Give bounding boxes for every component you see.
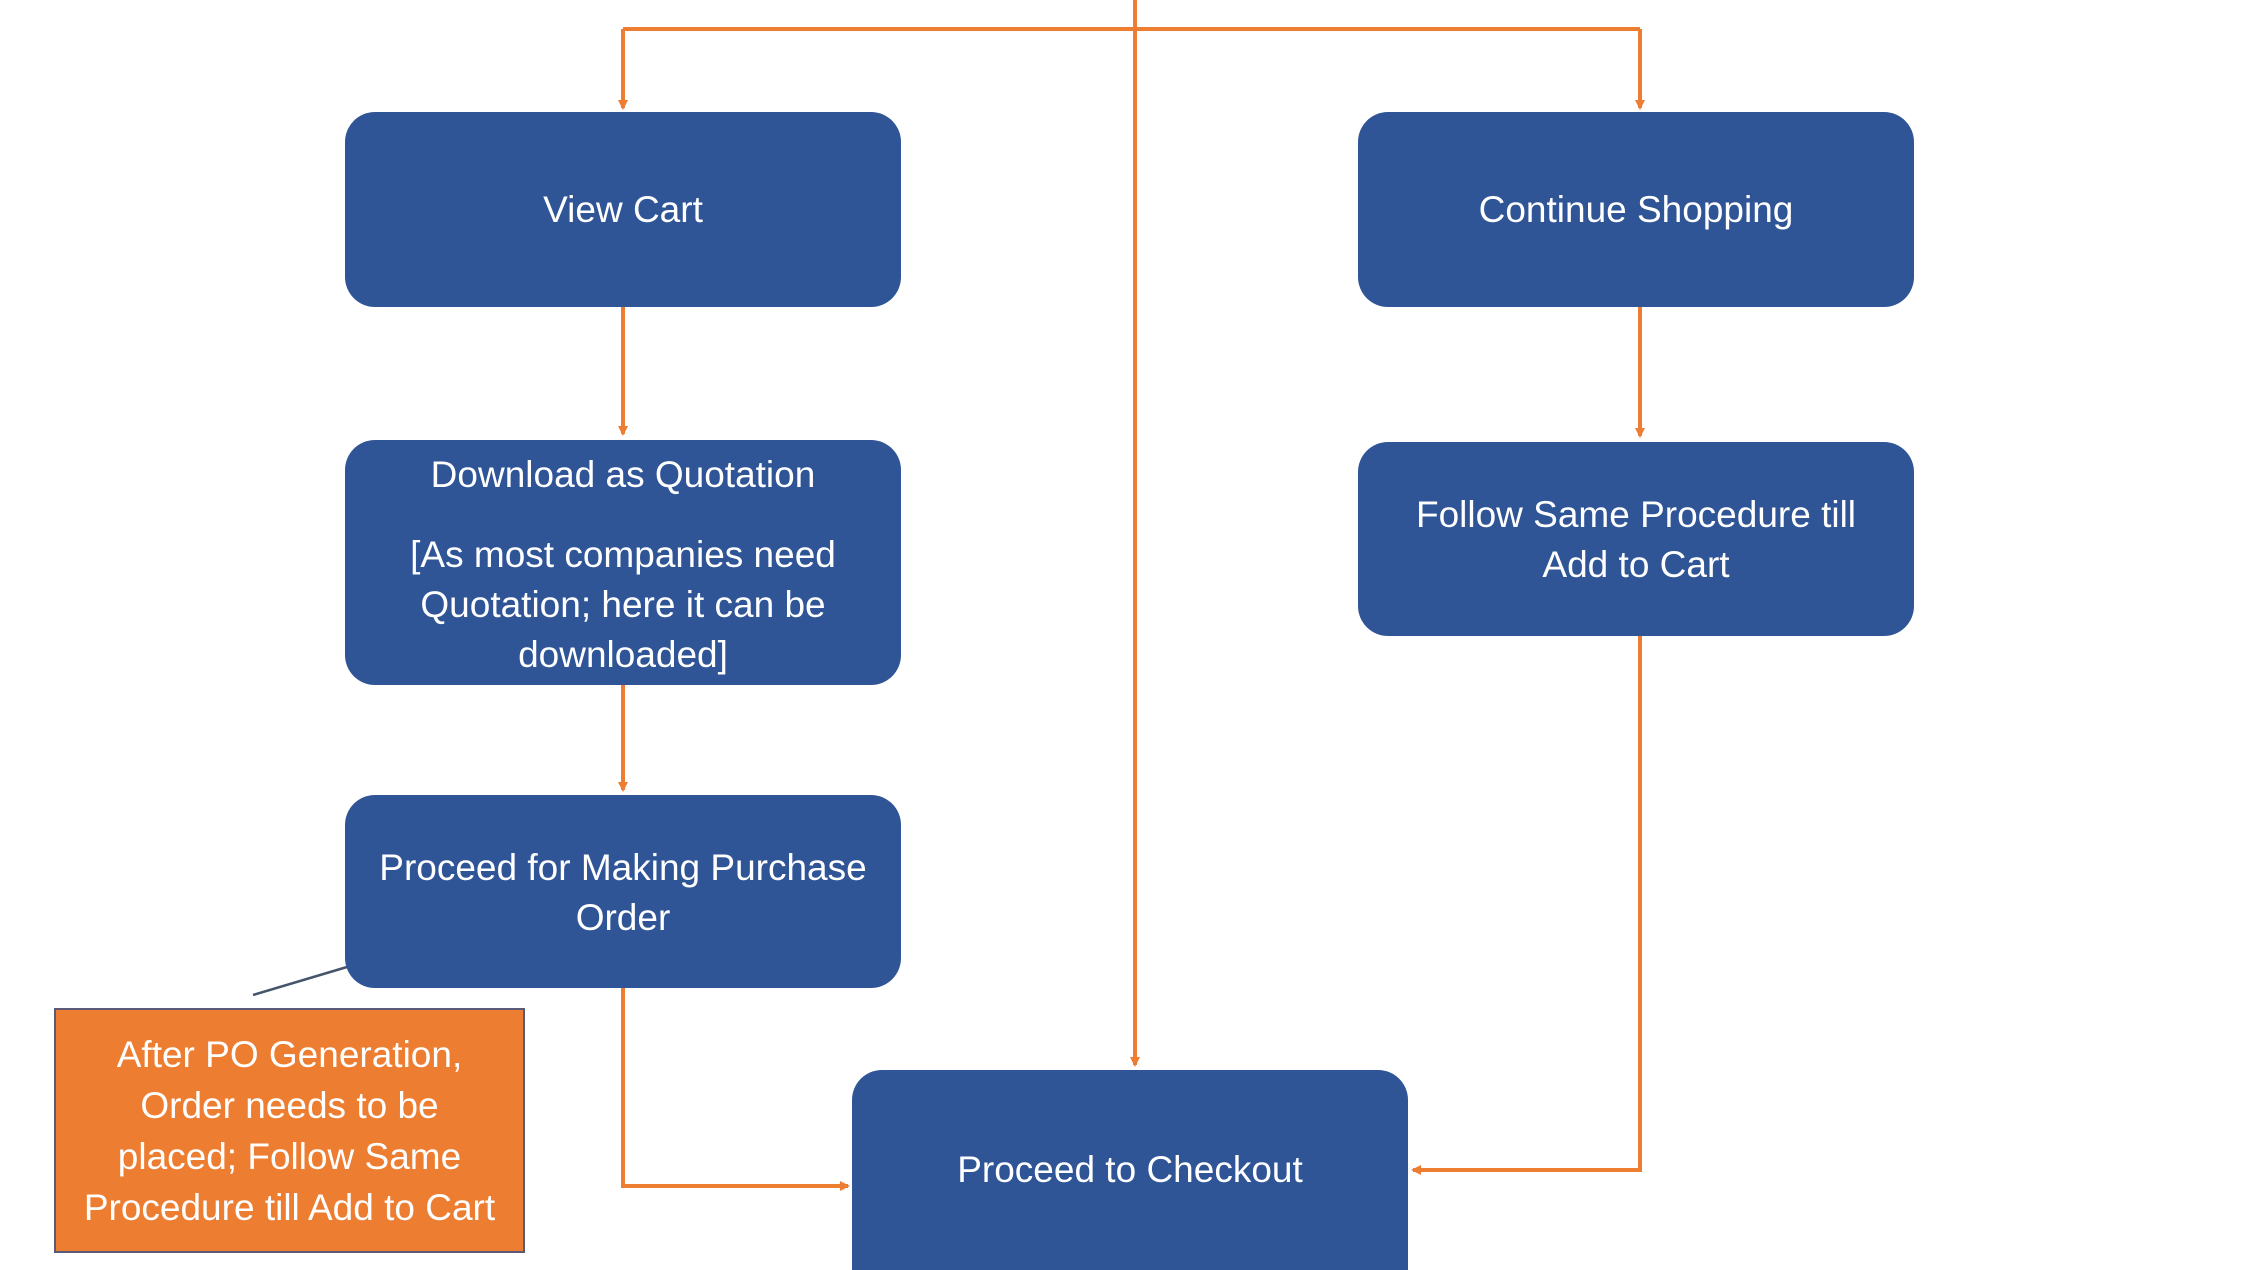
- node-label-line: Add to Cart: [1542, 544, 1730, 585]
- node-label: Proceed to Checkout: [957, 1149, 1303, 1190]
- note-line: placed; Follow Same: [117, 1135, 462, 1177]
- node-download-quotation: Download as Quotation [As most companies…: [345, 440, 901, 685]
- node-title: Download as Quotation: [430, 454, 816, 495]
- note-line: Order needs to be: [140, 1084, 439, 1126]
- node-label-line: Follow Same Procedure till: [1415, 494, 1857, 535]
- node-detail-line: Quotation; here it can be: [420, 584, 826, 625]
- node-detail-line: [As most companies need: [410, 534, 836, 575]
- node-label: View Cart: [543, 188, 703, 230]
- edge-purchase-to-checkout: [621, 988, 850, 1191]
- node-label: Continue Shopping: [1478, 188, 1794, 230]
- node-proceed-to-checkout: Proceed to Checkout: [852, 1070, 1408, 1270]
- node-view-cart: View Cart: [345, 112, 901, 307]
- note-connector-line: [252, 965, 348, 997]
- node-purchase-order: Proceed for Making Purchase Order: [345, 795, 901, 988]
- node-follow-same-procedure: Follow Same Procedure till Add to Cart: [1358, 442, 1914, 636]
- node-continue-shopping: Continue Shopping: [1358, 112, 1914, 307]
- note-line: Procedure till Add to Cart: [83, 1186, 496, 1228]
- note-line: After PO Generation,: [116, 1033, 463, 1075]
- node-label-line: Proceed for Making Purchase: [379, 847, 867, 888]
- edge-follow-to-checkout: [1411, 636, 1642, 1175]
- node-detail-line: downloaded]: [518, 634, 728, 675]
- note-po-generation: After PO Generation, Order needs to be p…: [54, 1008, 525, 1253]
- node-label-line: Order: [575, 897, 671, 938]
